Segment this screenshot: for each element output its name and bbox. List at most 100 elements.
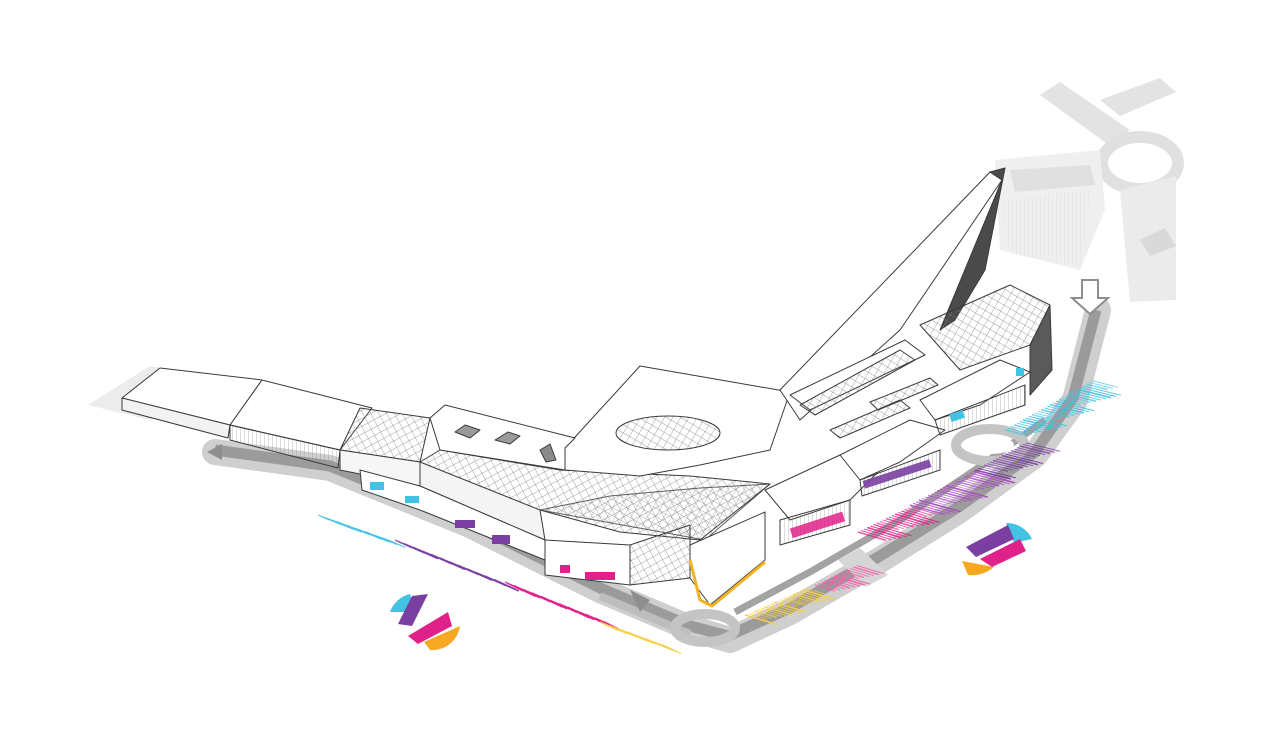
hatch-stroke: [1007, 451, 1031, 459]
hatch-stroke: [954, 480, 984, 490]
hatch-stroke: [1001, 454, 1039, 466]
hatch-stroke: [888, 516, 920, 527]
hatch-stroke: [1073, 390, 1107, 400]
hatch-stroke: [891, 515, 925, 526]
facade-accents: [370, 368, 1024, 580]
skylight-dome-icon: [615, 415, 721, 451]
hatch-stroke: [1019, 445, 1051, 455]
hatch-stroke: [1007, 427, 1033, 435]
hatch-stroke: [1046, 405, 1080, 415]
hatch-stroke: [912, 502, 951, 515]
hatch-stroke: [1079, 387, 1117, 397]
hatch-stroke: [864, 528, 897, 540]
zone-magenta-hatch: [814, 565, 884, 592]
hatch-stroke: [837, 574, 870, 585]
hatch-stroke: [389, 539, 406, 548]
hatch-stroke: [1022, 419, 1058, 430]
hatch-stroke: [856, 565, 884, 574]
hatch-stroke: [751, 611, 772, 619]
hatch-stroke: [1034, 412, 1060, 420]
hatch-stroke: [1067, 393, 1097, 403]
hatch-stroke: [1061, 397, 1087, 405]
hatch-stroke: [1064, 395, 1092, 403]
hatch-stroke: [1052, 402, 1090, 413]
zone-cyan-hatch: [317, 514, 406, 548]
hatch-stroke: [907, 507, 932, 516]
hatch-stroke: [850, 568, 875, 576]
zone-purple-hatch: [909, 470, 1016, 516]
hatch-stroke: [879, 521, 904, 530]
hatch-stroke: [1043, 407, 1075, 416]
hatch-stroke: [972, 470, 1016, 484]
zone-purple-hatch: [974, 442, 1061, 480]
hatch-stroke: [1004, 453, 1044, 464]
hatch-stroke: [763, 605, 792, 616]
hatch-stroke: [805, 587, 825, 595]
traffic-arrow-icon: [207, 444, 222, 460]
traffic-arrow-icon: [1069, 279, 1111, 316]
hatch-stroke: [1022, 443, 1056, 453]
hatch-stroke: [1076, 388, 1112, 399]
hatch-stroke: [1085, 383, 1109, 391]
hatch-stroke: [757, 608, 782, 617]
hatch-stroke: [857, 531, 887, 542]
hatch-stroke: [799, 590, 831, 601]
hatch-stroke: [1004, 429, 1028, 437]
hatch-stroke: [918, 499, 962, 513]
hatch-stroke: [773, 601, 807, 613]
hatch-stroke: [966, 474, 1005, 486]
hatch-stroke: [827, 578, 856, 588]
hatch-stroke: [909, 504, 946, 516]
hatch-stroke: [1070, 392, 1102, 401]
hatch-stroke: [1013, 448, 1041, 457]
hatch-stroke: [930, 493, 962, 503]
hatch-stroke: [870, 525, 907, 538]
hatch-stroke: [1055, 400, 1095, 412]
context-ground: [88, 78, 1184, 420]
hatch-stroke: [924, 496, 952, 505]
zone-magenta-hatch: [857, 506, 940, 542]
hatch-stroke: [983, 464, 1009, 472]
hatch-stroke: [748, 613, 768, 620]
hatch-stroke: [960, 477, 995, 488]
hatch-stroke: [915, 501, 956, 514]
hatch-stroke: [933, 491, 968, 502]
hatch-stroke: [802, 589, 836, 601]
hatch-stroke: [830, 577, 861, 587]
hatch-stroke: [995, 458, 1029, 468]
hatch-stroke: [796, 592, 826, 602]
hatch-stroke: [1028, 415, 1068, 427]
hatch-stroke: [818, 583, 841, 591]
zone-yellow-hatch: [744, 587, 836, 626]
hatch-stroke: [1091, 380, 1119, 388]
petal-logo-left: [390, 594, 460, 651]
hatch-stroke: [957, 478, 989, 489]
hatch-stroke: [1025, 417, 1063, 428]
hatch-stroke: [921, 498, 947, 506]
hatch-stroke: [1037, 410, 1065, 419]
hatch-stroke: [1088, 381, 1114, 389]
hatch-stroke: [942, 486, 983, 499]
hatch-stroke: [833, 575, 866, 586]
hatch-stroke: [963, 475, 1000, 487]
hatch-stroke: [901, 510, 940, 523]
hatch-stroke: [948, 483, 974, 492]
hatch-stroke: [754, 610, 777, 619]
hatch-stroke: [1019, 421, 1053, 430]
hatch-stroke: [767, 604, 797, 615]
hatch-stroke: [885, 517, 915, 528]
hatch-stroke: [1025, 442, 1061, 452]
hatch-stroke: [760, 607, 787, 616]
zone-purple-hatch: [394, 539, 520, 592]
hatch-stroke: [770, 603, 802, 614]
hatch-stroke: [1031, 413, 1055, 421]
hatch-stroke: [977, 467, 1017, 479]
hatch-stroke: [1010, 426, 1038, 434]
hatch-stroke: [776, 600, 796, 607]
hatch-stroke: [910, 506, 937, 515]
hatch-stroke: [792, 593, 821, 603]
hatch-stroke: [814, 584, 836, 592]
hatch-stroke: [846, 569, 870, 577]
hatch-stroke: [882, 519, 909, 529]
